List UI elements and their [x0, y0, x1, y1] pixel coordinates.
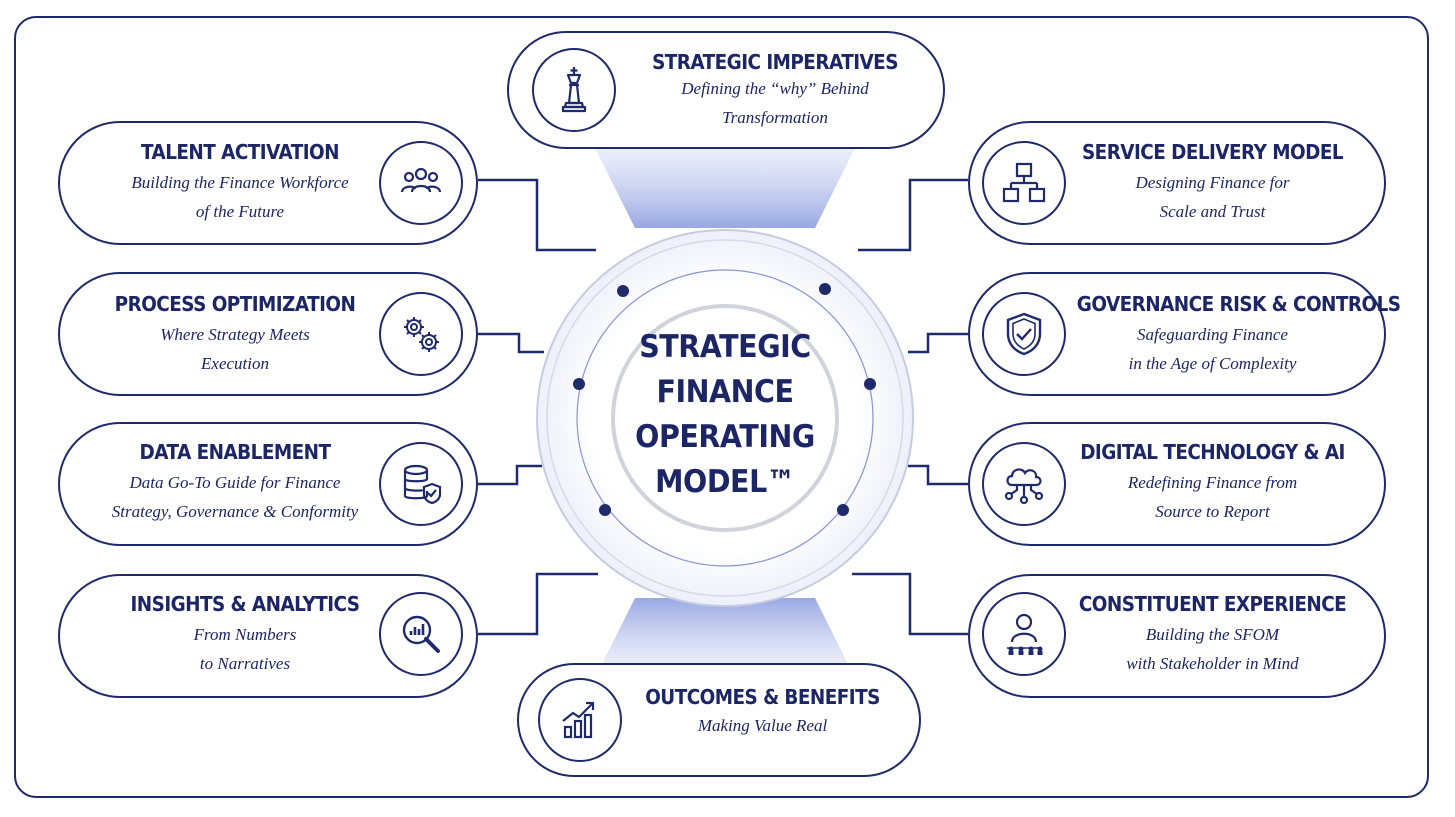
process-optimization-text: PROCESS OPTIMIZATION Where Strategy Meet… — [80, 292, 390, 378]
constituent-sub-1: Building the SFOM — [1145, 625, 1280, 644]
service-delivery-sub-1: Designing Finance for — [1135, 173, 1290, 192]
top-beam — [595, 148, 855, 228]
digital-ai-text: DIGITAL TECHNOLOGY & AI Redefining Finan… — [1065, 440, 1360, 526]
data-enablement-sub-1: Data Go-To Guide for Finance — [129, 473, 341, 492]
talent-activation-sub-2: of the Future — [195, 202, 285, 221]
governance-title: GOVERNANCE RISK & CONTROLS — [1076, 292, 1401, 316]
magnifier-chart-icon — [379, 592, 463, 676]
data-enablement-title: DATA ENABLEMENT — [139, 440, 331, 464]
service-delivery-sub-2: Scale and Trust — [1159, 202, 1266, 221]
process-optimization-title: PROCESS OPTIMIZATION — [114, 292, 356, 316]
insights-analytics-sub-2: to Narratives — [199, 654, 291, 673]
center-model-title: STRATEGIC FINANCE OPERATING MODEL™ — [635, 329, 815, 500]
talent-activation-title: TALENT ACTIVATION — [140, 140, 340, 164]
org-chart-icon — [982, 141, 1066, 225]
constituent-sub-2: with Stakeholder in Mind — [1126, 654, 1299, 673]
insights-analytics-sub-1: From Numbers — [193, 625, 297, 644]
constituent-title: CONSTITUENT EXPERIENCE — [1078, 592, 1347, 616]
people-group-icon — [379, 141, 463, 225]
connector-lines — [478, 178, 968, 636]
outcomes-benefits-title: OUTCOMES & BENEFITS — [645, 685, 880, 709]
strategic-imperatives-sub-2: Transformation — [722, 108, 828, 127]
governance-text: GOVERNANCE RISK & CONTROLS Safeguarding … — [1065, 292, 1401, 378]
service-delivery-text: SERVICE DELIVERY MODEL Designing Finance… — [1065, 140, 1360, 226]
governance-sub-2: in the Age of Complexity — [1128, 354, 1297, 373]
governance-sub-1: Safeguarding Finance — [1137, 325, 1288, 344]
growth-chart-icon — [538, 678, 622, 762]
database-shield-icon — [379, 442, 463, 526]
outcomes-benefits-text: OUTCOMES & BENEFITS Making Value Real — [620, 685, 905, 740]
process-optimization-sub-2: Execution — [201, 354, 269, 373]
outer-frame — [14, 16, 1429, 798]
insights-analytics-text: INSIGHTS & ANALYTICS From Numbers to Nar… — [90, 592, 400, 678]
bottom-beam — [600, 598, 850, 668]
strategic-imperatives-text: STRATEGIC IMPERATIVES Defining the “why”… — [630, 50, 920, 132]
strategic-imperatives-sub-1: Defining the “why” Behind — [681, 79, 869, 98]
outcomes-benefits-sub-1: Making Value Real — [697, 716, 828, 735]
insights-analytics-title: INSIGHTS & ANALYTICS — [130, 592, 360, 616]
cloud-network-icon — [982, 442, 1066, 526]
gears-icon — [379, 292, 463, 376]
digital-ai-sub-2: Source to Report — [1155, 502, 1270, 521]
digital-ai-title: DIGITAL TECHNOLOGY & AI — [1080, 440, 1345, 464]
chess-king-icon — [532, 48, 616, 132]
card-governance — [968, 272, 1386, 396]
digital-ai-sub-1: Redefining Finance from — [1127, 473, 1298, 492]
strategic-imperatives-title: STRATEGIC IMPERATIVES — [652, 50, 898, 74]
data-enablement-sub-2: Strategy, Governance & Conformity — [111, 502, 359, 521]
shield-check-icon — [982, 292, 1066, 376]
process-optimization-sub-1: Where Strategy Meets — [160, 325, 310, 344]
talent-activation-text: TALENT ACTIVATION Building the Finance W… — [85, 140, 395, 226]
data-enablement-text: DATA ENABLEMENT Data Go-To Guide for Fin… — [80, 440, 390, 526]
constituent-text: CONSTITUENT EXPERIENCE Building the SFOM… — [1065, 592, 1360, 678]
talent-activation-sub-1: Building the Finance Workforce — [131, 173, 349, 192]
service-delivery-title: SERVICE DELIVERY MODEL — [1081, 140, 1344, 164]
orbit-dots — [573, 283, 876, 516]
stakeholder-icon — [982, 592, 1066, 676]
